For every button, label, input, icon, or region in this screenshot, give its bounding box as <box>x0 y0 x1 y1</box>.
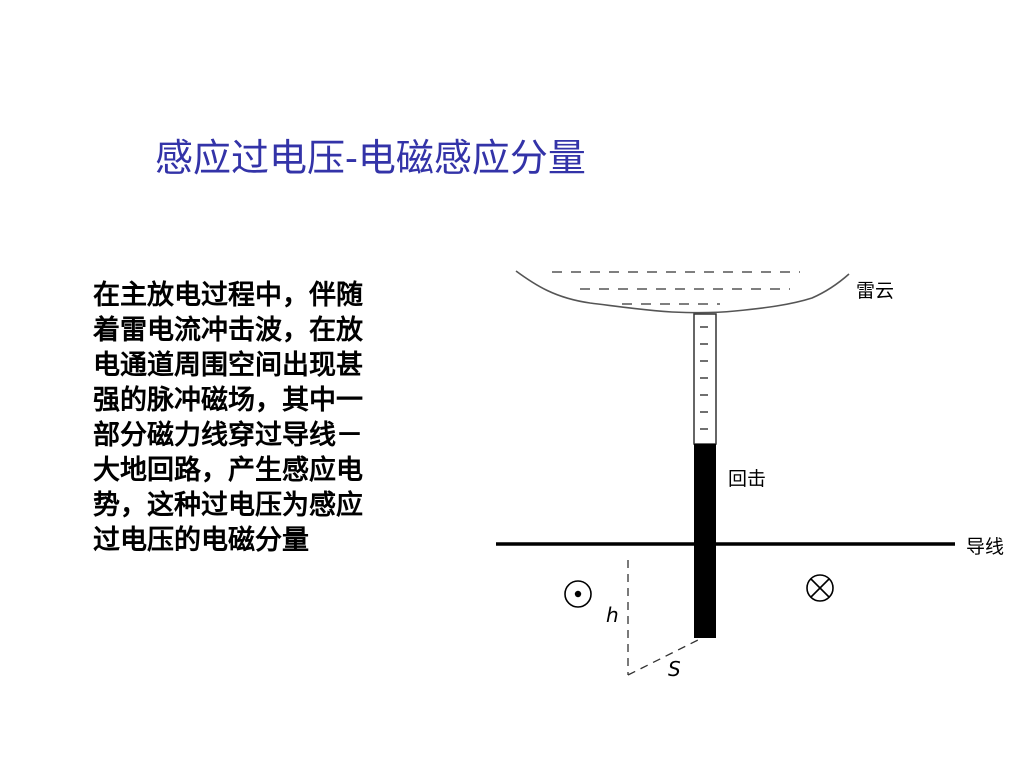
return-stroke-label: 回击 <box>728 468 766 490</box>
body-line: 电通道周围空间出现甚 <box>93 350 363 381</box>
distance-label: S <box>668 657 681 681</box>
body-line: 着雷电流冲击波，在放 <box>93 315 363 346</box>
channel-charges <box>700 326 708 430</box>
slide-title: 感应过电压-电磁感应分量 <box>155 136 586 180</box>
body-line: 在主放电过程中，伴随 <box>93 280 363 311</box>
return-stroke-channel <box>694 444 716 638</box>
wire-label: 导线 <box>966 536 1004 558</box>
cross-in-circle-icon <box>806 574 834 602</box>
thundercloud-outline <box>515 270 850 314</box>
cloud-negative-charges <box>552 271 800 305</box>
leader-channel <box>693 313 717 445</box>
dot-in-circle-icon <box>564 580 592 608</box>
body-line: 大地回路，产生感应电 <box>93 455 363 486</box>
body-line: 过电压的电磁分量 <box>93 525 309 556</box>
body-line: 部分磁力线穿过导线－ <box>93 420 363 451</box>
body-paragraph: 在主放电过程中，伴随 着雷电流冲击波，在放 电通道周围空间出现甚 强的脉冲磁场，… <box>93 278 443 558</box>
body-line: 势，这种过电压为感应 <box>93 490 363 521</box>
height-label: h <box>606 603 619 627</box>
cloud-label: 雷云 <box>856 280 894 302</box>
distance-dashed-line <box>627 639 699 676</box>
body-line: 强的脉冲磁场，其中一 <box>93 385 363 416</box>
